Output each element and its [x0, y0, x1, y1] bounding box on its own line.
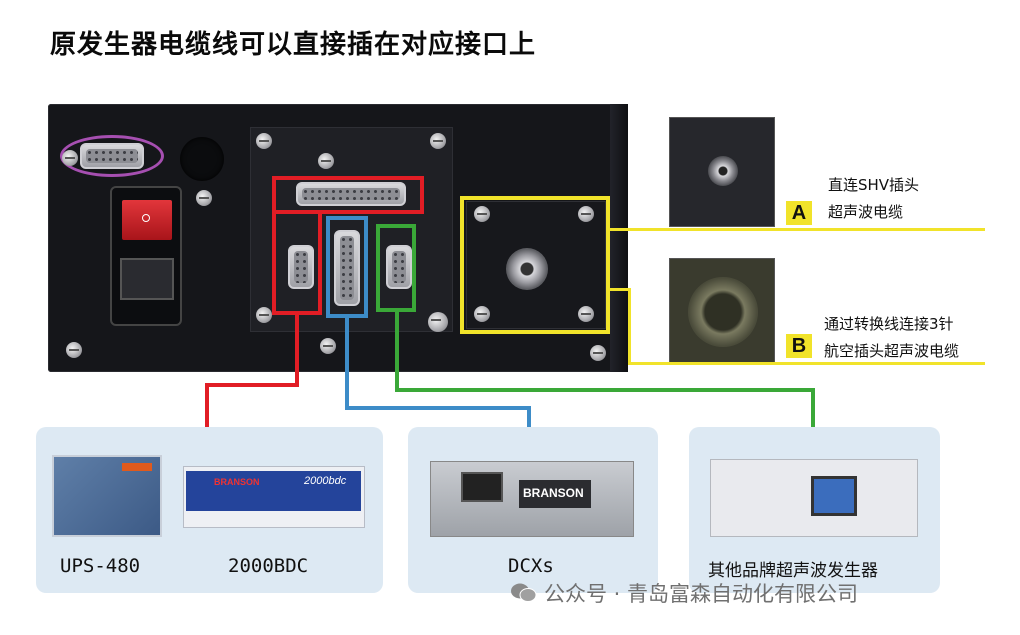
panel-screw: [474, 206, 490, 222]
panel-side-edge: [610, 104, 628, 372]
panel-screw: [430, 133, 446, 149]
red-wire: [205, 383, 299, 387]
db15-connector: [80, 143, 144, 169]
red-highlight-box: [272, 176, 424, 214]
power-switch: [122, 200, 172, 240]
dcx-brand: BRANSON: [523, 486, 584, 500]
blue-highlight-box: [326, 216, 368, 318]
blue-wire: [527, 406, 531, 427]
panel-screw: [62, 150, 78, 166]
wechat-icon: [511, 583, 537, 602]
db15-connector-highlight: [60, 135, 164, 177]
2000bdc-image: BRANSON 2000bdc: [183, 466, 365, 528]
label-a-line2: 超声波电缆: [828, 203, 904, 221]
panel-screw: [428, 312, 448, 332]
panel-screw: [256, 307, 272, 323]
yellow-line-b-v: [628, 288, 631, 364]
aviation-plug-photo: [669, 258, 775, 364]
device-label-other: 其他品牌超声波发生器: [708, 561, 878, 581]
power-socket: [120, 258, 174, 300]
panel-screw: [474, 306, 490, 322]
yellow-highlight-box: [460, 196, 610, 334]
page-title: 原发生器电缆线可以直接插在对应接口上: [50, 30, 537, 60]
db9-connector-left: [288, 245, 314, 289]
db25-vertical-connector: [334, 230, 360, 306]
panel-screw: [320, 338, 336, 354]
blue-wire: [345, 318, 349, 410]
panel-screw: [196, 190, 212, 206]
panel-screw: [66, 342, 82, 358]
device-label-ups: UPS-480: [60, 555, 141, 577]
label-b-badge: B: [786, 334, 812, 358]
db9-connector-right: [386, 245, 412, 289]
ups-480-image: [52, 455, 162, 537]
red-highlight-right: [420, 176, 424, 214]
panel-screw: [590, 345, 606, 361]
green-wire: [811, 388, 815, 427]
label-b-line2: 航空插头超声波电缆: [824, 342, 960, 360]
panel-screw: [578, 206, 594, 222]
device-label-2000bdc: 2000BDC: [228, 555, 309, 577]
blue-wire: [345, 406, 531, 410]
green-wire: [395, 312, 399, 392]
green-highlight-box: [376, 224, 416, 312]
shv-connector: [506, 248, 548, 290]
green-wire: [395, 388, 815, 392]
panel-screw: [256, 133, 272, 149]
label-a-badge: A: [786, 201, 812, 225]
red-wire: [295, 314, 299, 386]
panel-screw: [318, 153, 334, 169]
yellow-line-b-h1: [610, 288, 630, 291]
other-generator-image: [710, 459, 918, 537]
red-wire: [205, 383, 209, 427]
shv-plug-photo: [669, 117, 775, 227]
panel-screw: [578, 306, 594, 322]
dcx-image: BRANSON: [430, 461, 634, 537]
device-label-dcx: DCXs: [508, 555, 554, 577]
watermark-text: 公众号 · 青岛富森自动化有限公司: [544, 582, 859, 606]
round-plug-hole: [180, 137, 224, 181]
yellow-line-a: [610, 228, 985, 231]
2000bdc-model: 2000bdc: [304, 475, 347, 487]
red-highlight-box: [272, 210, 322, 315]
2000bdc-brand: BRANSON: [214, 477, 260, 487]
label-b-line1: 通过转换线连接3针: [824, 315, 954, 333]
power-switch-module: [110, 186, 182, 326]
red-highlight-top: [318, 210, 424, 214]
label-a-line1: 直连SHV插头: [828, 176, 920, 194]
db25-connector: [296, 182, 406, 206]
yellow-line-b-h2: [628, 362, 985, 365]
